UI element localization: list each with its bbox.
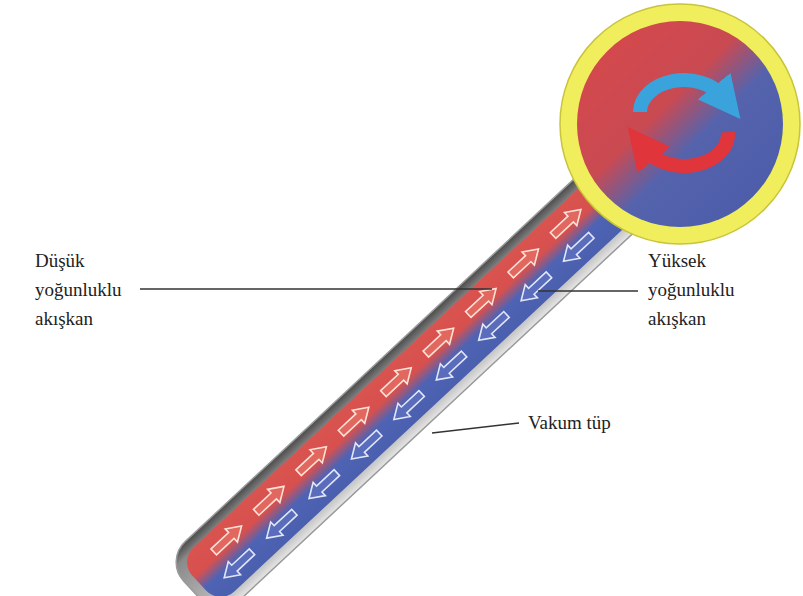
leader-line (538, 290, 638, 292)
tank-shell (560, 4, 800, 244)
tube-label: Vakum tüp (528, 408, 678, 437)
circulation-arrow (646, 132, 728, 166)
falling-arrow (260, 506, 300, 545)
tube-glass (165, 152, 658, 596)
rising-arrow (335, 401, 375, 440)
falling-arrow (557, 229, 597, 268)
falling-arrow (430, 347, 470, 386)
falling-arrow (388, 387, 428, 426)
circulation-arrow (640, 80, 722, 112)
tube-fluid (179, 159, 651, 596)
rising-arrow (292, 440, 332, 479)
leader-line (140, 288, 492, 290)
fluid-label: Yüksek yoğunluklu akışkan (648, 246, 758, 333)
rising-arrow (462, 282, 502, 321)
falling-arrow (218, 545, 258, 584)
rising-arrow (377, 361, 417, 400)
rising-arrow (250, 480, 290, 519)
rising-arrow (547, 203, 587, 242)
leader-line (432, 423, 519, 433)
rising-arrow (208, 519, 248, 558)
tank-water (577, 21, 783, 227)
storage-tank (560, 4, 800, 244)
falling-arrow (515, 268, 555, 307)
leader-lines (140, 289, 638, 433)
rising-arrow (505, 242, 545, 281)
fluid-label: Düşük yoğunluklu akışkan (35, 246, 135, 333)
falling-arrow (303, 466, 343, 505)
flow-arrows (200, 203, 604, 584)
falling-arrow (473, 308, 513, 347)
falling-arrow (345, 427, 385, 466)
rising-arrow (420, 322, 460, 361)
vacuum-tube (165, 152, 658, 596)
